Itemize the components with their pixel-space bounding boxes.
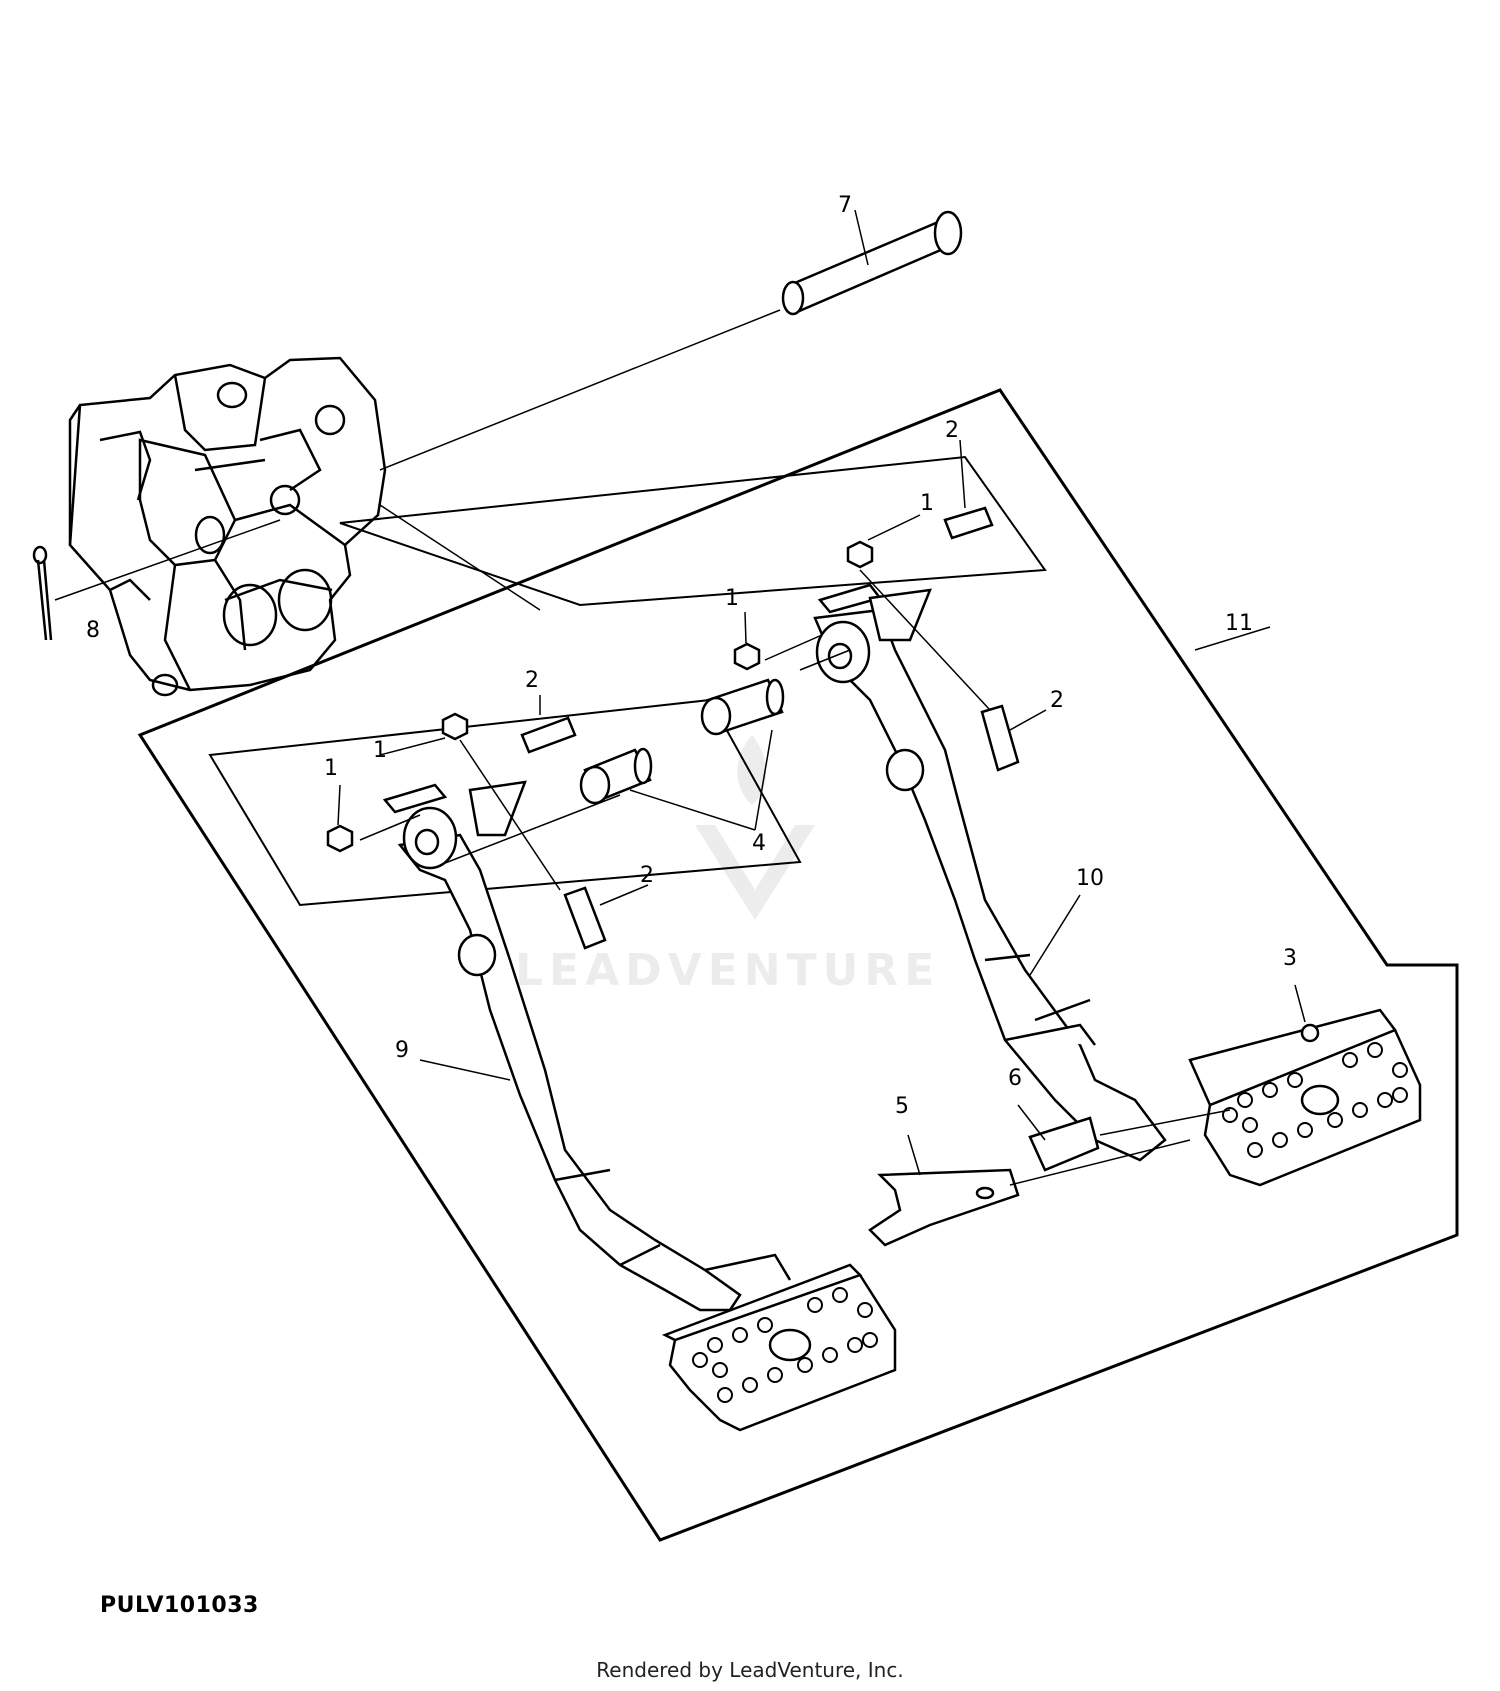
cotter-pin (32, 545, 53, 641)
left-pedal (382, 780, 792, 1312)
nuts (326, 540, 874, 853)
callout-2-left-upper: 2 (525, 668, 539, 693)
springs (520, 506, 1020, 950)
right-pedal (813, 583, 1167, 1162)
bushings (579, 678, 785, 805)
callout-4: 4 (752, 831, 766, 856)
assembly-boundary (137, 388, 1459, 1542)
callout-8: 8 (86, 618, 100, 643)
watermark-text: LEADVENTURE (515, 945, 940, 996)
callout-11: 11 (1225, 611, 1253, 636)
callout-10: 10 (1076, 866, 1104, 891)
callout-5: 5 (895, 1094, 909, 1119)
callout-6: 6 (1008, 1066, 1022, 1091)
right-kit-box (339, 455, 1047, 607)
callout-7: 7 (838, 193, 852, 218)
brake-housing (68, 356, 387, 697)
callout-3: 3 (1283, 946, 1297, 971)
small-fasteners (868, 1023, 1320, 1247)
callout-1-left: 1 (324, 756, 338, 781)
callout-2-right-lower: 2 (1050, 688, 1064, 713)
axis-leaders (54, 309, 781, 611)
callout-1-mid: 1 (725, 586, 739, 611)
callout-9: 9 (395, 1038, 409, 1063)
drawing-id: PULV101033 (100, 1593, 259, 1618)
callout-2-left-lower: 2 (640, 863, 654, 888)
callout-2-top: 2 (945, 418, 959, 443)
right-pedal-pad (1188, 1008, 1422, 1187)
callout-1-top-right: 1 (920, 491, 934, 516)
left-kit-box (208, 698, 802, 907)
callout-labels: 7 8 2 1 1 11 2 2 1 1 4 2 10 3 9 6 5 (86, 193, 1297, 1119)
callout-1-left-upper: 1 (373, 738, 387, 763)
left-pedal-pad (661, 1263, 897, 1432)
leader-lines (337, 209, 1306, 1186)
footer-credit: Rendered by LeadVenture, Inc. (596, 1658, 904, 1682)
pivot-pin (781, 210, 963, 316)
